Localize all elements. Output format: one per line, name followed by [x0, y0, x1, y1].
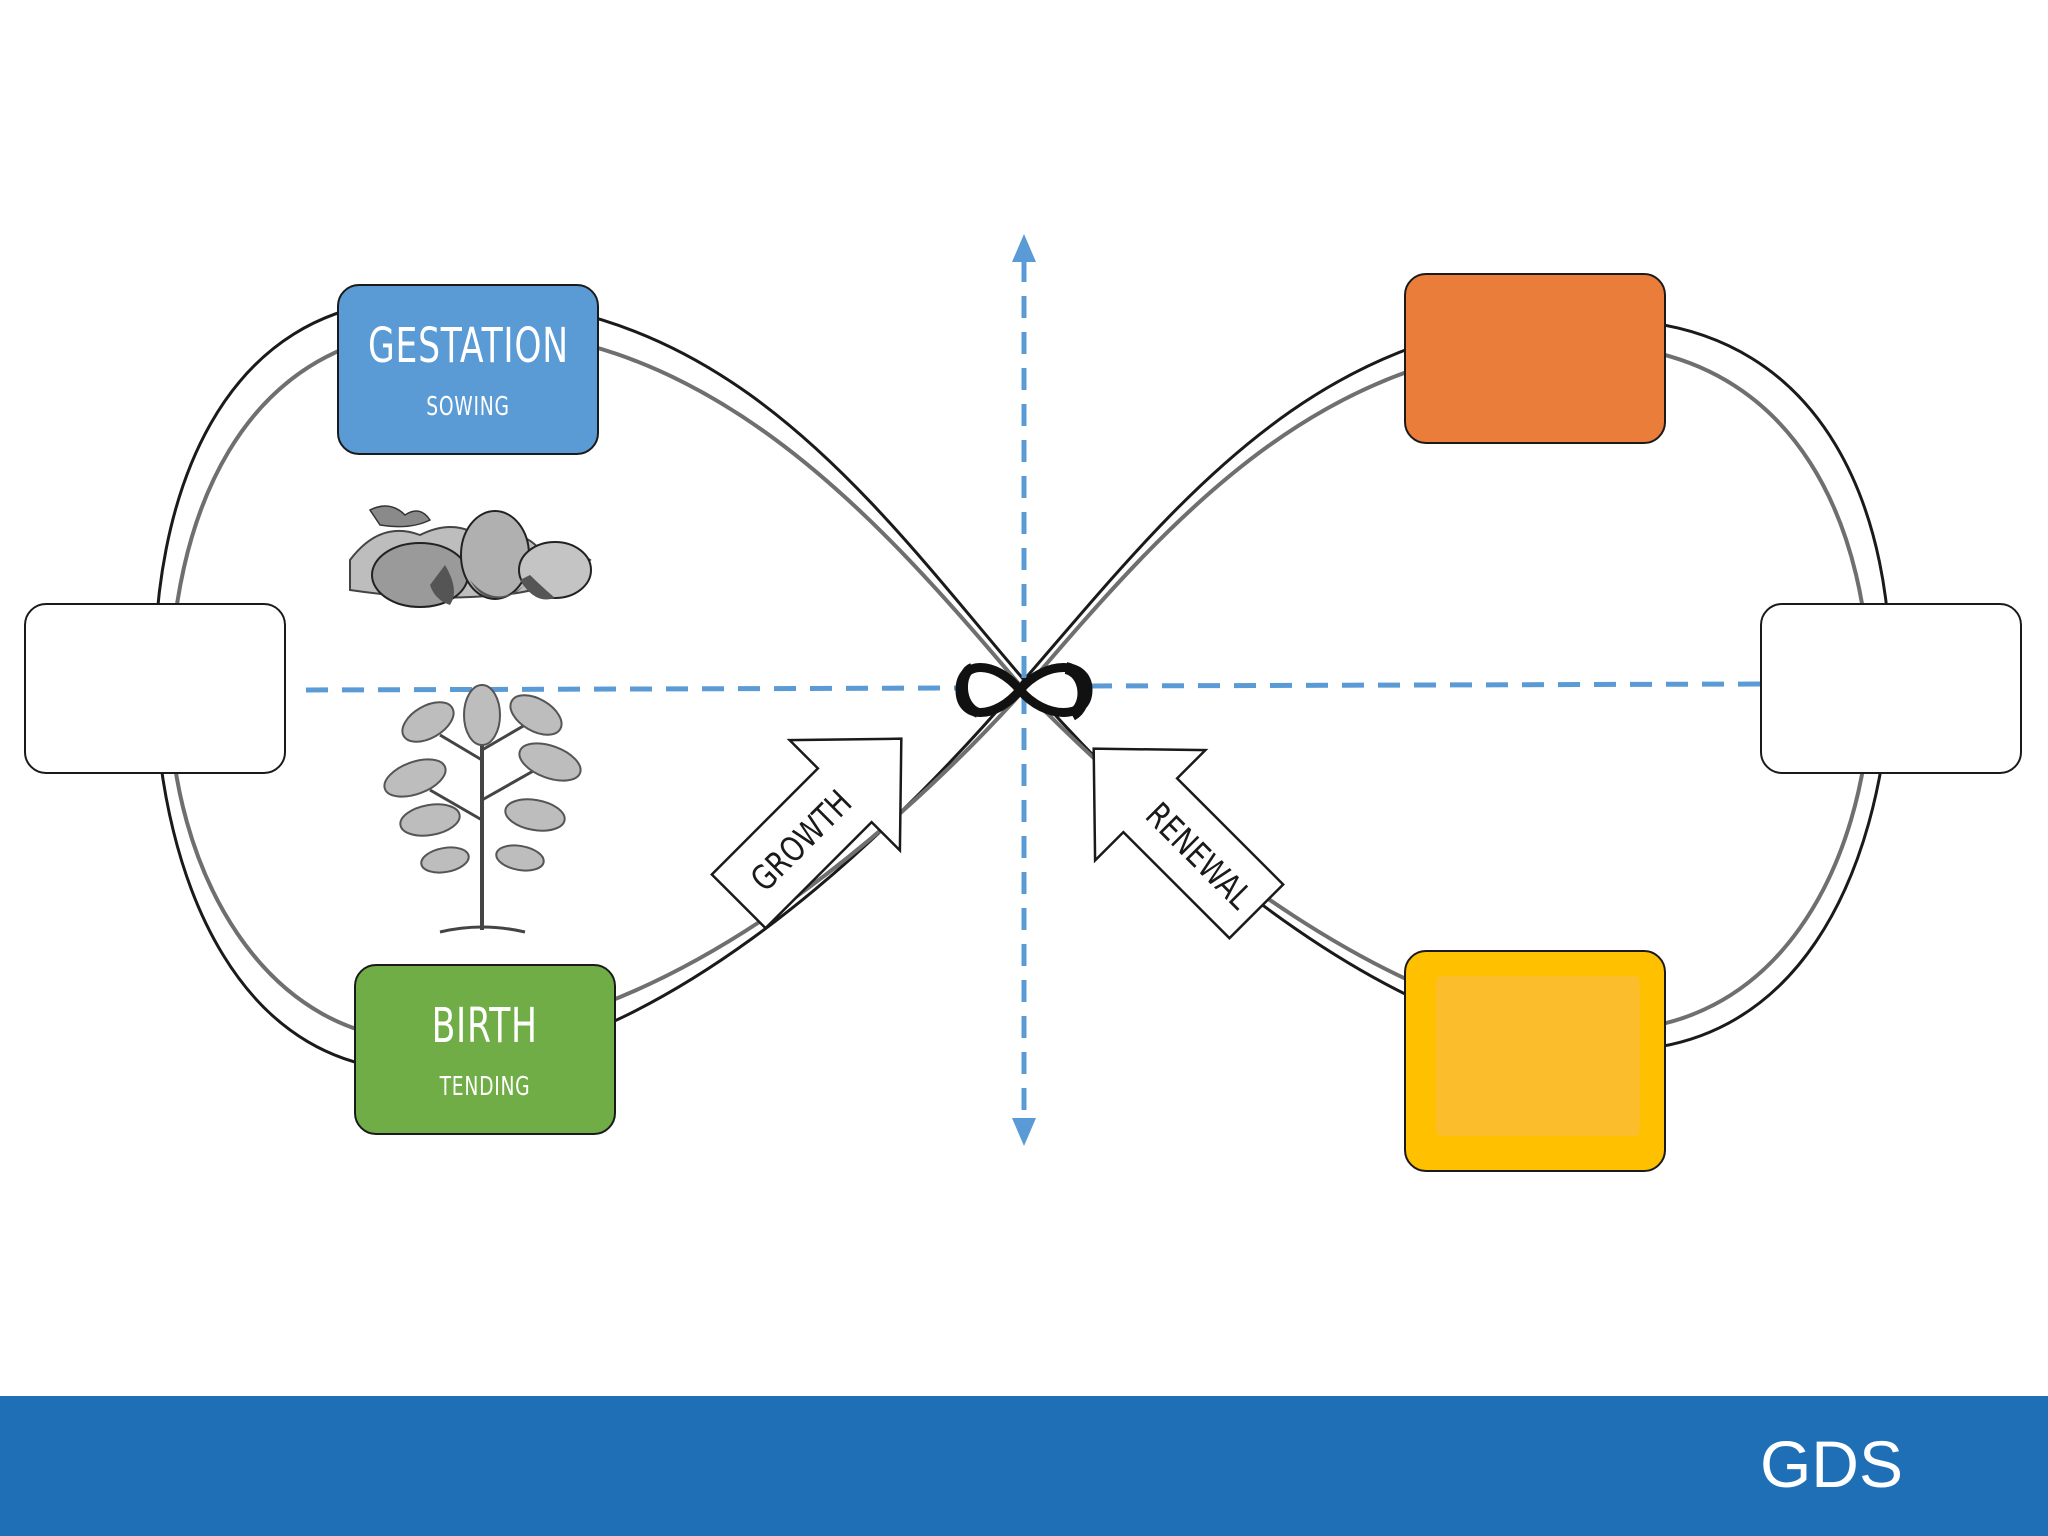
footer-bar: GDS [0, 1396, 2048, 1536]
axis-arrow-down-icon [1012, 1118, 1036, 1146]
oak-sapling-illustration [383, 684, 582, 934]
birth-subtitle: TENDING [439, 1071, 531, 1102]
horizontal-axis-left [305, 685, 961, 693]
axis-arrow-up-icon [1012, 234, 1036, 262]
gestation-box: GESTATION SOWING [337, 284, 599, 455]
footer-logo: GDS [1759, 1427, 1903, 1501]
birth-box: BIRTH TENDING [354, 964, 616, 1135]
growth-arrow: GROWTH [710, 737, 903, 930]
axes [305, 260, 1761, 1120]
right-empty-box [1760, 603, 2022, 774]
top-right-box [1404, 273, 1666, 444]
infinity-icon [955, 662, 1093, 721]
left-empty-box [24, 603, 286, 774]
renewal-arrow: RENEWAL [1092, 747, 1285, 940]
gestation-subtitle: SOWING [426, 391, 510, 422]
acorns-illustration [349, 505, 592, 608]
bottom-right-box [1404, 950, 1666, 1172]
gestation-title: GESTATION [367, 317, 569, 374]
birth-title: BIRTH [431, 997, 539, 1054]
horizontal-axis-right [1089, 681, 1761, 689]
bottom-right-box-inner [1436, 976, 1640, 1136]
